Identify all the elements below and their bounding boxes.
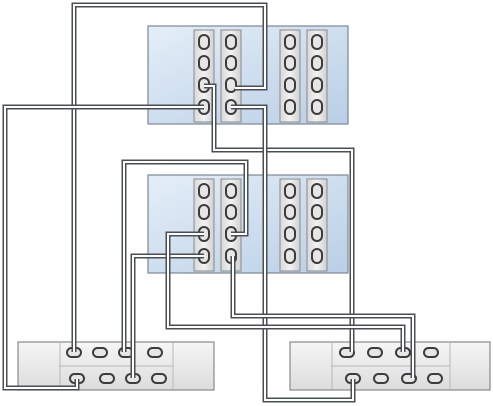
controller-top-slot-3 [279, 29, 301, 123]
cable-1 [71, 2, 268, 352]
cable-3 [204, 83, 355, 352]
controller-middle-slot-4 [306, 178, 328, 272]
disk-shelf-left [17, 341, 215, 391]
cable-6 [130, 253, 204, 378]
cable-8 [230, 256, 416, 378]
disk-shelf-right [289, 341, 491, 391]
controller-top-slot-4 [306, 29, 328, 123]
cable-7 [165, 231, 406, 352]
controller-middle-slot-1 [193, 178, 215, 272]
disk-shelf-right-ports [339, 347, 443, 384]
controller-middle-slot-3 [279, 178, 301, 272]
cable-4 [231, 104, 356, 403]
cables [2, 2, 416, 403]
controller-top-slot-2 [220, 29, 242, 123]
cable-5 [121, 159, 249, 352]
cable-2 [2, 104, 204, 391]
